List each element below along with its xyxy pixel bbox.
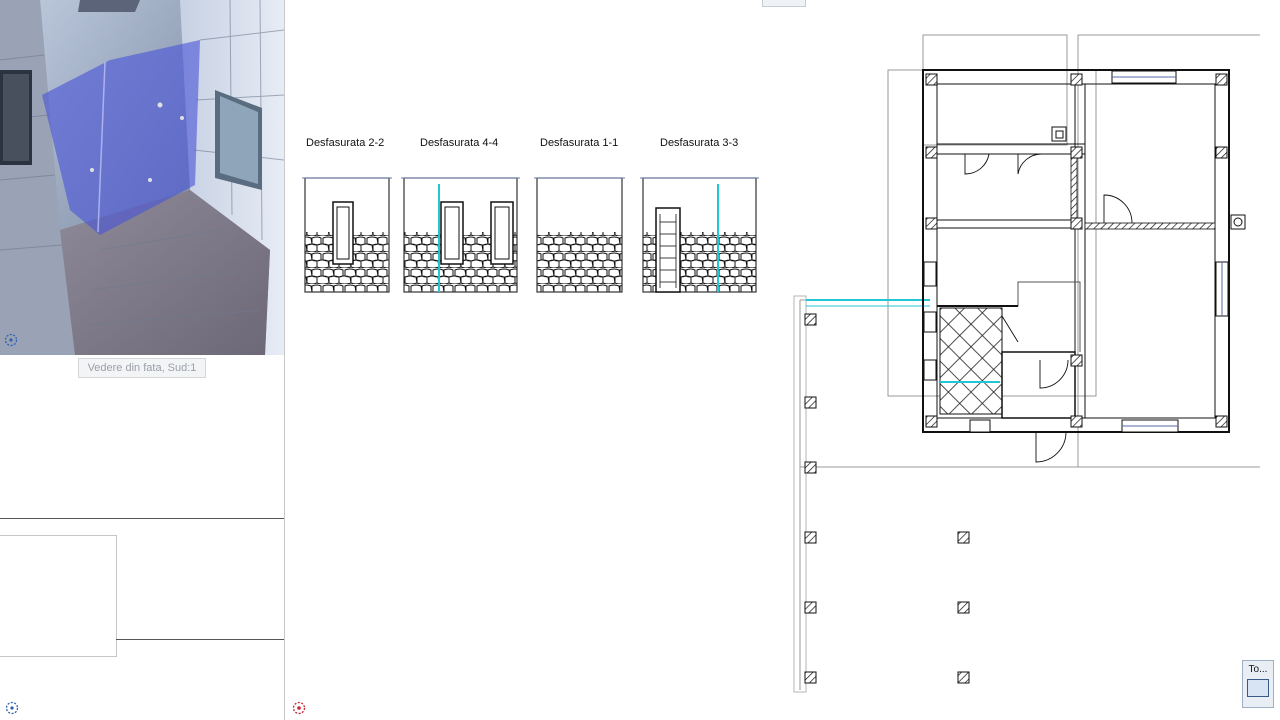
- mini-view-frame: [0, 535, 117, 657]
- monitor-icon: [1247, 679, 1269, 697]
- divider: [116, 639, 284, 640]
- view-settings-icon[interactable]: [292, 701, 306, 720]
- elevation-title-1-1: Desfasurata 1-1: [540, 137, 619, 149]
- toolbar-button[interactable]: To...: [1242, 660, 1274, 708]
- navigation-compass-icon[interactable]: [5, 701, 19, 720]
- elevation-drawings[interactable]: [300, 172, 762, 296]
- toolbar-button-label: To...: [1248, 664, 1268, 675]
- elevation-1-1: [534, 177, 625, 293]
- 3d-render-view[interactable]: [0, 0, 284, 355]
- divider: [0, 518, 284, 519]
- elevation-4-4: [401, 177, 520, 293]
- floor-plan-view[interactable]: [790, 30, 1260, 696]
- elevation-2-2: [302, 177, 392, 293]
- elevation-3-3: [640, 177, 759, 293]
- elevation-title-2-2: Desfasurata 2-2: [306, 137, 385, 149]
- view-caption: Vedere din fata, Sud:1: [78, 358, 206, 378]
- elevation-title-3-3: Desfasurata 3-3: [660, 137, 739, 149]
- left-panel: Vedere din fata, Sud:1: [0, 0, 285, 720]
- navigation-compass-icon[interactable]: [4, 333, 18, 347]
- top-panel-tab[interactable]: [762, 0, 806, 7]
- elevation-title-4-4: Desfasurata 4-4: [420, 137, 499, 149]
